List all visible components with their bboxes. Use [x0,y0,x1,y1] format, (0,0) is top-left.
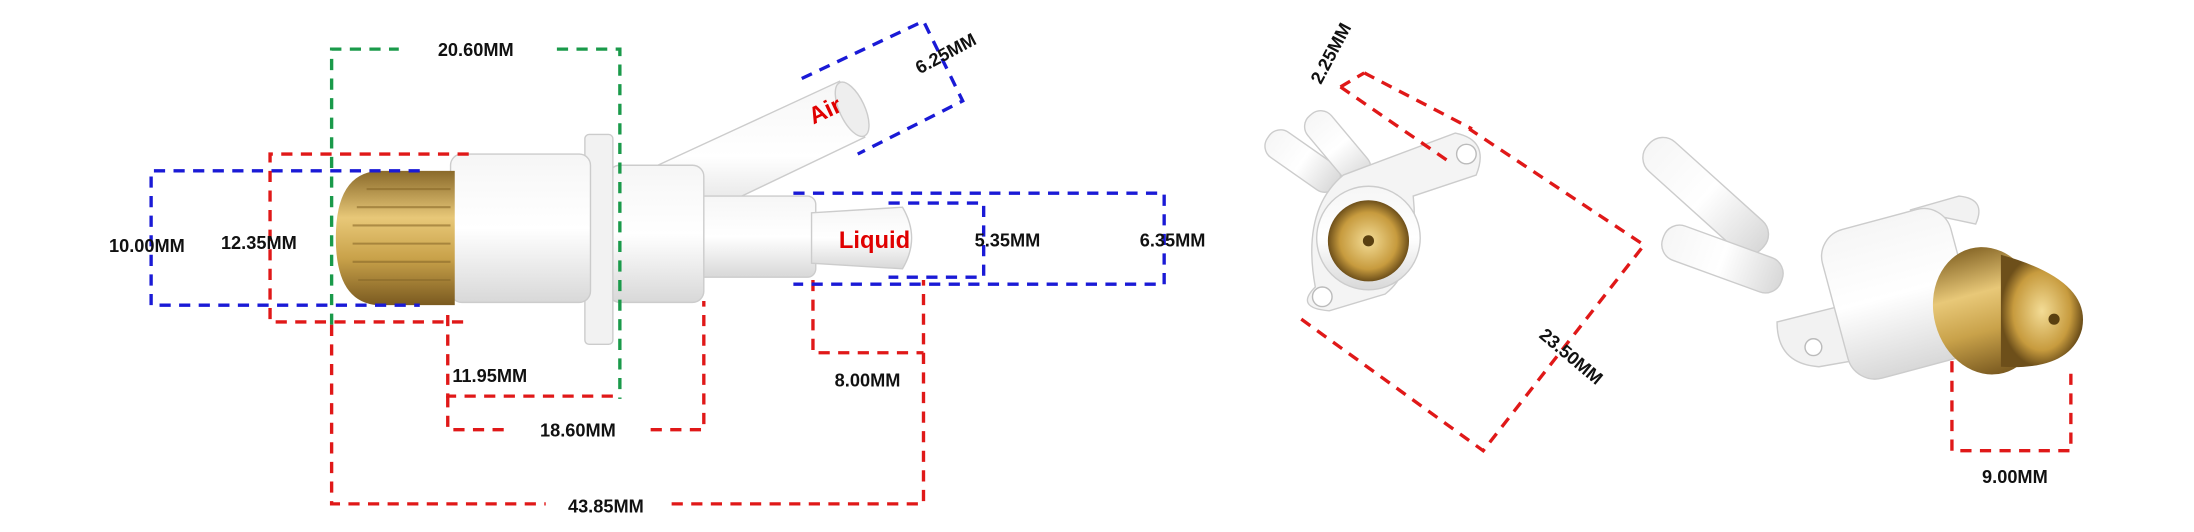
dimension-6-35: 6.35MM [793,191,1206,286]
dimension-9-00: 9.00MM [1950,361,2073,487]
dim-label-2-25: 2.25MM [1307,20,1356,87]
front-view-nozzle [1264,110,1481,312]
liquid-tube [691,195,817,278]
body-collar [607,164,705,304]
dimension-20-60: 20.60MM [329,40,622,399]
dim-label-23-50: 23.50MM [1536,325,1607,389]
dim-label-8-00: 8.00MM [835,370,901,390]
dim-label-11-95: 11.95MM [452,366,527,386]
brass-tip-angled [2000,254,2084,368]
dimension-18-60: 18.60MM [446,300,706,441]
dim-label-9-00: 9.00MM [1982,467,2048,487]
dimension-43-85: 43.85MM [329,279,926,516]
dim-label-20-60: 20.60MM [438,40,514,60]
dim-label-18-60: 18.60MM [540,421,616,441]
dim-label-10-00: 10.00MM [109,236,185,256]
main-body [449,153,592,304]
dimension-8-00: 8.00MM [811,279,924,390]
dim-label-12-35: 12.35MM [221,233,297,253]
dim-label-6-25: 6.25MM [912,29,979,78]
dim-label-43-85: 43.85MM [568,496,644,516]
side-view-nozzle [335,80,913,346]
dimension-10-00: 10.00MM [109,169,420,307]
brass-cap [335,170,455,306]
dimension-5-35: 5.35MM [888,201,1041,279]
angled-view-nozzle [1642,136,2084,380]
liquid-barb [810,206,913,270]
dim-label-5-35: 5.35MM [975,230,1041,250]
liquid-port-label: Liquid [839,227,910,254]
dim-label-6-35: 6.35MM [1140,230,1206,250]
dimension-12-35: 12.35MM [221,152,469,324]
knurl-lines [352,187,451,282]
